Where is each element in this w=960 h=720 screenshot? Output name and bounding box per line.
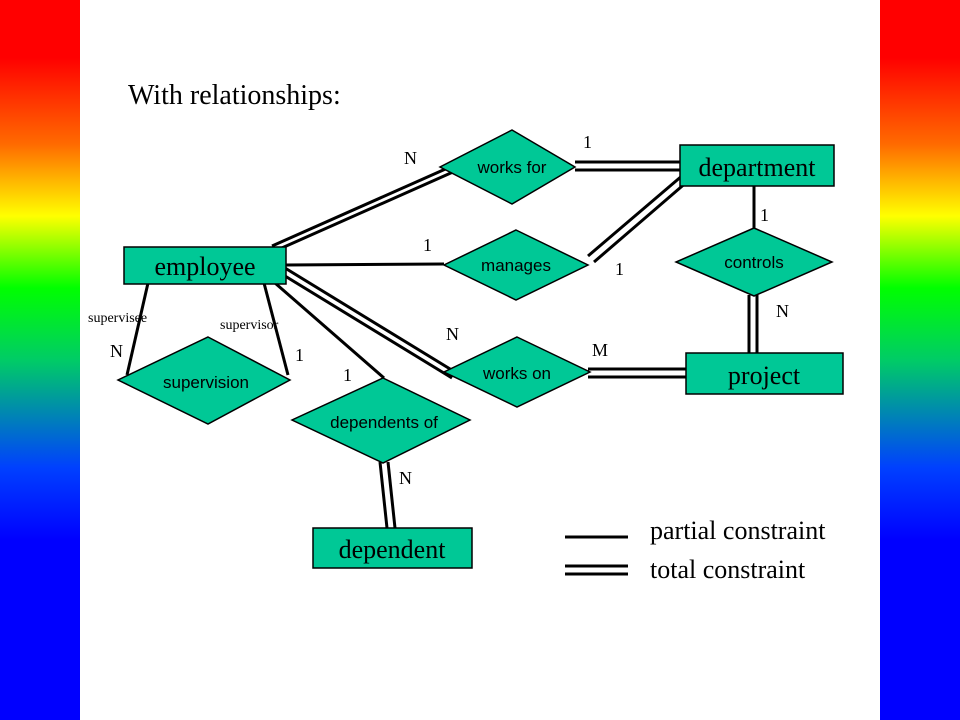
entity-employee xyxy=(123,246,287,285)
card-dependentsof-dependent: N xyxy=(399,468,412,488)
relationship-works-on-label: works on xyxy=(482,364,551,383)
relationship-manages-label: manages xyxy=(481,256,551,275)
relationship-dependents-of xyxy=(290,377,472,464)
card-worksfor-employee: N xyxy=(404,148,417,168)
relationship-controls xyxy=(674,227,834,297)
relationship-works-for-label: works for xyxy=(477,158,547,177)
entity-employee-label: employee xyxy=(154,252,255,281)
right-gradient-bar xyxy=(880,0,960,720)
edge-employee-dependentsof xyxy=(274,281,385,380)
edge-employee-workson xyxy=(284,266,456,374)
relationship-supervision xyxy=(116,336,292,425)
role-supervisee: supervisee xyxy=(88,311,147,326)
relationship-controls-label: controls xyxy=(724,253,784,272)
card-workson-employee: N xyxy=(446,324,459,344)
role-supervisor: supervisor xyxy=(220,318,279,333)
relationship-works-for xyxy=(438,129,577,205)
page-heading: With relationships: xyxy=(128,80,341,111)
card-manages-department: 1 xyxy=(615,259,624,279)
card-controls-department: 1 xyxy=(760,205,769,225)
card-supervisor: 1 xyxy=(295,345,304,365)
legend-partial-label: partial constraint xyxy=(650,516,826,545)
edge-employee-worksfor xyxy=(271,165,451,248)
relationship-supervision-label: supervision xyxy=(163,373,249,392)
entity-dependent xyxy=(312,527,473,569)
edge-supervisee xyxy=(125,282,150,376)
card-workson-project: M xyxy=(592,340,608,360)
card-controls-project: N xyxy=(776,301,789,321)
entity-department xyxy=(679,144,835,187)
edge-dependentsof-dependent xyxy=(378,461,389,529)
legend-total-label: total constraint xyxy=(650,555,806,584)
relationship-manages xyxy=(442,229,590,301)
card-manages-employee: 1 xyxy=(423,235,432,255)
edge-employee-manages xyxy=(284,262,445,267)
card-supervisee: N xyxy=(110,341,123,361)
left-gradient-bar xyxy=(0,0,80,720)
relationship-dependents-of-label: dependents of xyxy=(330,413,438,432)
edge-supervisor xyxy=(262,282,290,376)
entity-department-label: department xyxy=(699,153,817,182)
entity-project-label: project xyxy=(728,361,801,390)
entity-project xyxy=(685,352,844,395)
entity-dependent-label: dependent xyxy=(339,535,447,564)
card-worksfor-department: 1 xyxy=(583,132,592,152)
relationship-works-on xyxy=(442,336,592,408)
edge-manages-department xyxy=(587,173,684,258)
card-dependentsof-employee: 1 xyxy=(343,365,352,385)
